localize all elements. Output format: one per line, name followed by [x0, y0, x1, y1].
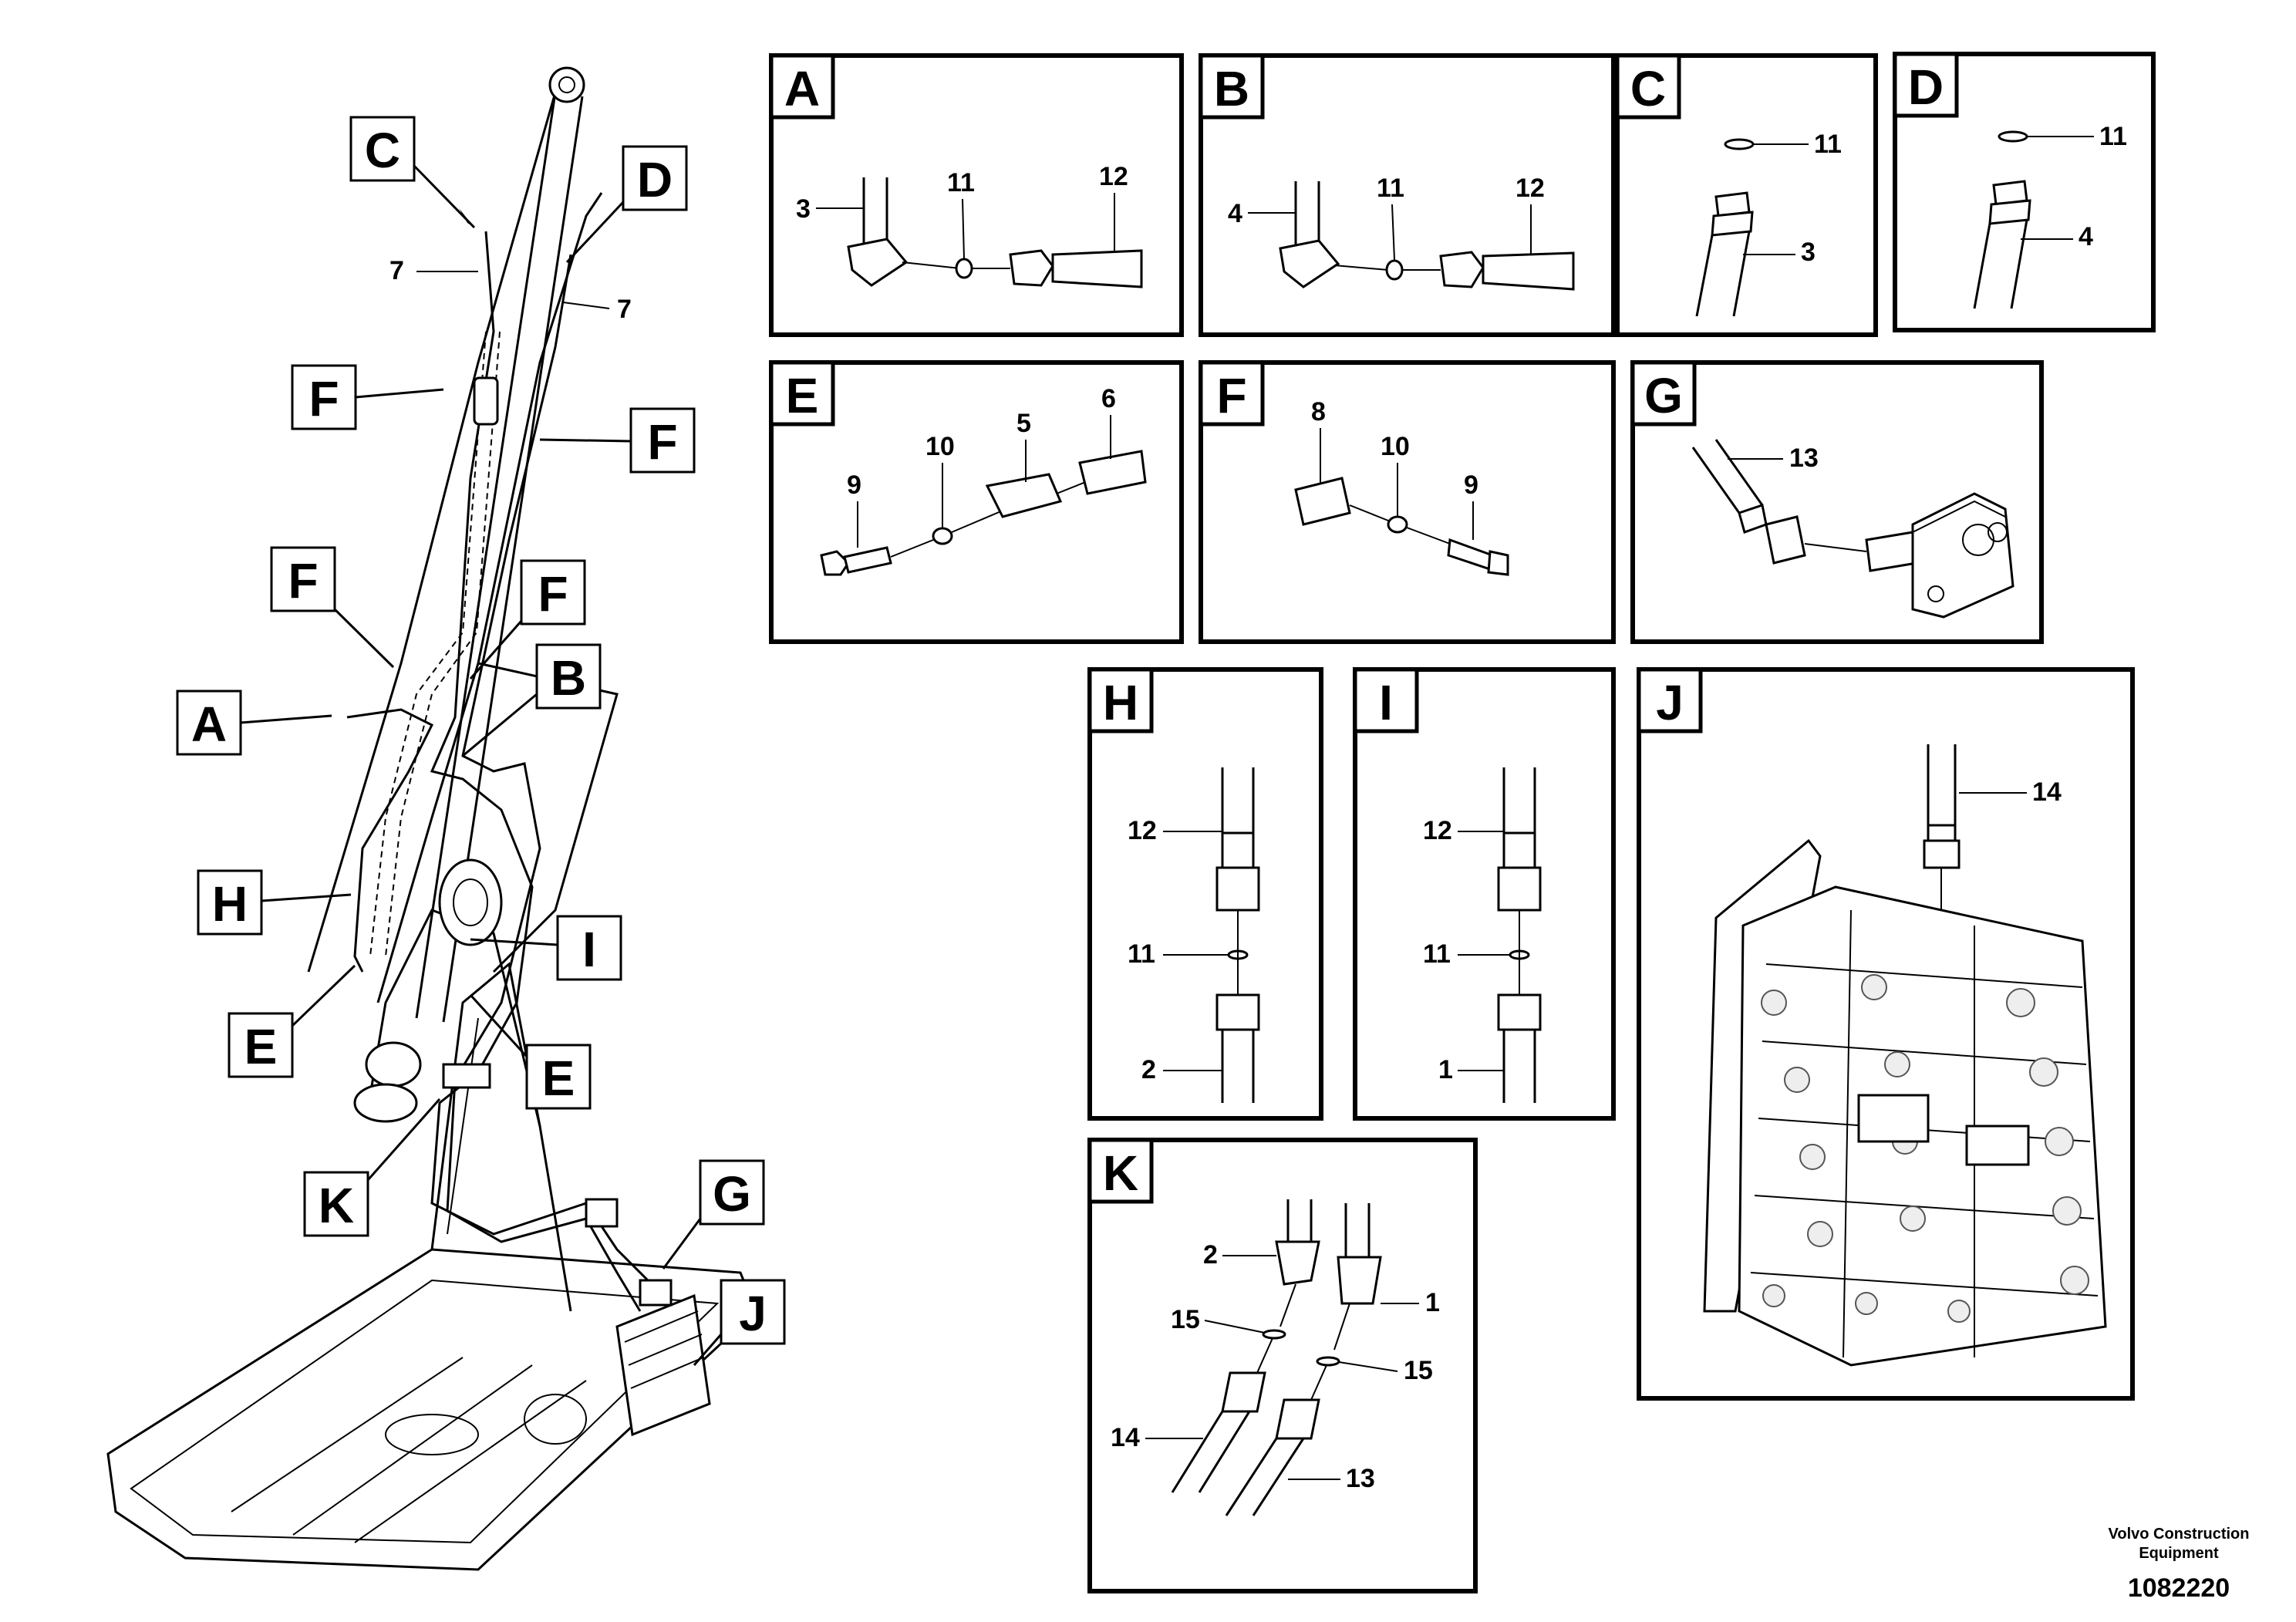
- panel-e-label-4: 6: [1101, 384, 1116, 413]
- panel-f-label-1: 8: [1311, 397, 1326, 427]
- panel-e-label-3: 5: [1017, 409, 1031, 438]
- panel-h-label-1: 12: [1128, 816, 1157, 845]
- detail-panel-g: G 13: [1630, 360, 2044, 644]
- callout-f-4: F: [538, 566, 568, 622]
- callout-i: I: [582, 922, 596, 977]
- panel-k-title: K: [1103, 1145, 1138, 1201]
- callout-h: H: [212, 876, 248, 932]
- panel-a-label-3: 12: [1099, 162, 1128, 191]
- panel-b-label-1: 4: [1228, 199, 1242, 228]
- callout-d: D: [637, 152, 673, 207]
- detail-panel-f: F 8 10 9: [1199, 360, 1616, 644]
- panel-g-label-1: 13: [1789, 443, 1819, 473]
- detail-panel-d: D 11 4: [1893, 52, 2156, 332]
- panel-c-title: C: [1630, 61, 1666, 116]
- panel-d-label-2: 4: [2079, 222, 2093, 251]
- panel-k-label-4: 15: [1404, 1356, 1433, 1385]
- footer: Volvo Construction Equipment 1082220: [2109, 1526, 2250, 1603]
- detail-panel-b: B 4 11 12: [1199, 53, 1616, 337]
- panel-f-title: F: [1216, 368, 1246, 423]
- detail-panel-j: J 14: [1637, 667, 2135, 1401]
- callout-j: J: [739, 1286, 767, 1341]
- panel-h-label-3: 2: [1141, 1055, 1156, 1084]
- callout-k: K: [319, 1178, 354, 1233]
- brand-line-1: Volvo Construction: [2109, 1526, 2250, 1543]
- detail-panel-e: E 9 10 5 6: [769, 360, 1184, 644]
- panel-k-label-5: 14: [1111, 1423, 1140, 1452]
- panel-b-label-2: 11: [1377, 174, 1404, 203]
- panel-f-label-2: 10: [1381, 432, 1410, 461]
- brand-line-2: Equipment: [2139, 1545, 2219, 1562]
- panel-e-label-1: 9: [847, 470, 861, 500]
- label-7-left: 7: [389, 256, 404, 285]
- panel-d-label-1: 11: [2099, 122, 2127, 151]
- callout-c: C: [365, 123, 400, 178]
- panel-e-label-2: 10: [925, 432, 955, 461]
- panel-e-title: E: [786, 368, 819, 423]
- panel-a-title: A: [784, 61, 820, 116]
- drawing-number: 1082220: [2128, 1573, 2230, 1603]
- callout-f-1: F: [308, 371, 339, 427]
- overview-drawing: [106, 66, 757, 1571]
- panel-i-label-1: 12: [1423, 816, 1452, 845]
- panel-i-label-2: 11: [1423, 939, 1451, 969]
- panel-h-title: H: [1103, 675, 1138, 730]
- panel-c-label-1: 11: [1814, 130, 1842, 159]
- panel-a-label-2: 11: [947, 168, 975, 197]
- panel-i-label-3: 1: [1438, 1055, 1453, 1084]
- panel-f-label-3: 9: [1464, 470, 1478, 500]
- callout-e-1: E: [244, 1019, 278, 1074]
- callout-g: G: [713, 1166, 751, 1222]
- panel-i-title: I: [1379, 675, 1393, 730]
- panel-b-title: B: [1214, 61, 1249, 116]
- detail-panel-i: I 12 11 1: [1353, 667, 1616, 1121]
- callout-f-2: F: [647, 414, 677, 470]
- callout-a: A: [191, 696, 227, 752]
- panel-j-label-1: 14: [2032, 777, 2062, 807]
- label-7-right: 7: [617, 295, 632, 324]
- panel-g-title: G: [1644, 368, 1683, 423]
- panel-d-title: D: [1908, 59, 1944, 115]
- panel-j-title: J: [1656, 675, 1684, 730]
- panel-k-label-2: 1: [1425, 1288, 1440, 1317]
- detail-panel-c: C 11 3: [1615, 53, 1878, 337]
- panel-h-label-2: 11: [1128, 939, 1155, 969]
- panel-a-label-1: 3: [796, 194, 811, 224]
- overview-callouts: C D 7 7 F F F F A B: [176, 116, 786, 1366]
- panel-k-label-1: 2: [1203, 1240, 1218, 1270]
- panel-k-label-3: 15: [1171, 1305, 1200, 1334]
- panel-b-label-3: 12: [1515, 174, 1545, 203]
- detail-panel-h: H 12 11 2: [1087, 667, 1323, 1121]
- detail-panel-k: K 2 1 15 15 14 13: [1087, 1138, 1478, 1593]
- callout-f-3: F: [288, 553, 318, 609]
- detail-panel-a: A 3 11 12: [769, 53, 1184, 337]
- callout-b: B: [551, 650, 586, 706]
- panel-c-label-2: 3: [1801, 238, 1816, 267]
- panel-k-label-6: 13: [1346, 1464, 1375, 1493]
- callout-e-2: E: [542, 1050, 575, 1106]
